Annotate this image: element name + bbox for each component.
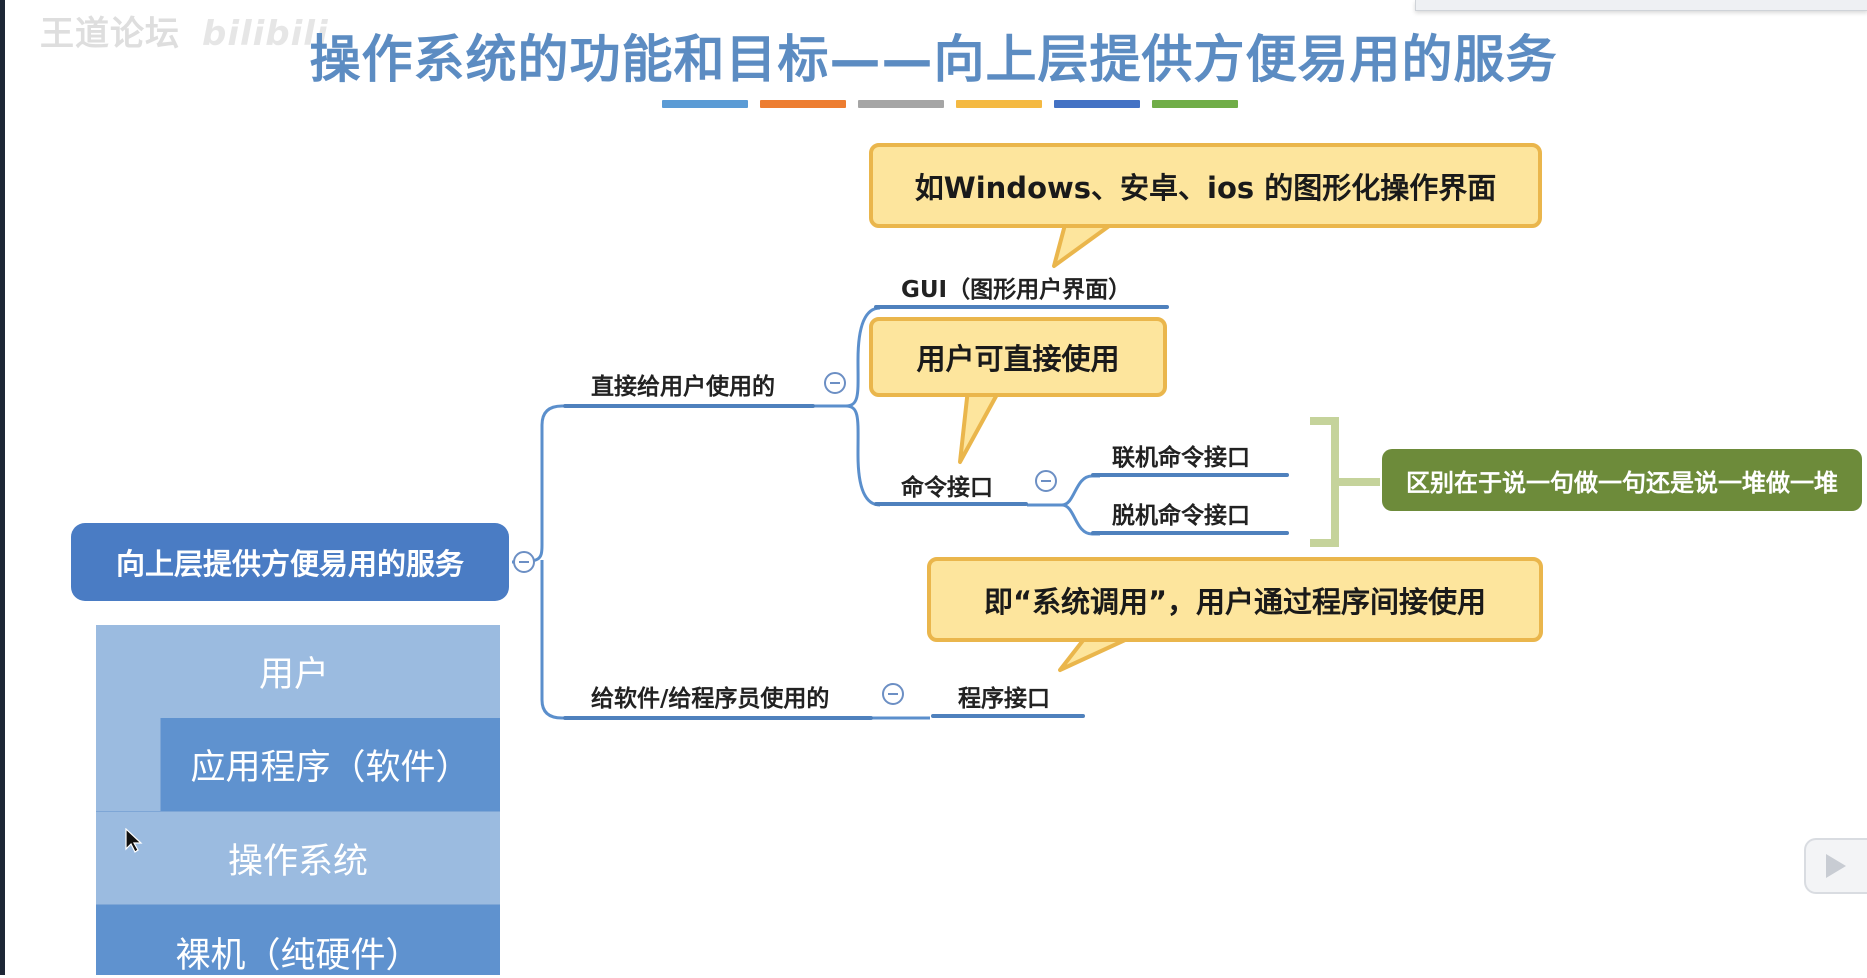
program-interface-label[interactable]: 程序接口 [958,686,1050,712]
layer-application: 应用程序（软件） [160,718,500,811]
direct-to-command-connector [845,404,881,507]
layer-bare-machine: 裸机（纯硬件） [96,904,500,976]
layer-user: 用户 [96,625,500,718]
branch-direct-underline [563,404,815,408]
color-bar-6 [1152,100,1238,108]
mouse-cursor-icon [125,828,143,853]
watermark: 王道论坛 bilibili [40,6,329,55]
color-divider [662,100,1238,108]
color-bar-3 [858,100,944,108]
root-to-program-connector [540,560,570,720]
color-bar-1 [662,100,748,108]
direct-callout-pointer [958,387,1002,464]
gui-node-label[interactable]: GUI（图形用户界面） [901,277,1132,303]
bilibili-logo: bilibili [202,14,329,54]
offline-command-underline [1091,531,1289,535]
branch-program-label[interactable]: 给软件/给程序员使用的 [591,686,830,712]
program-collapse-icon[interactable] [882,683,904,705]
gui-node-underline [874,305,1169,309]
play-icon [1826,854,1846,878]
gui-example-callout: 如Windows、安卓、ios 的图形化操作界面 [869,143,1542,228]
slide-title: 操作系统的功能和目标——向上层提供方便易用的服务 [309,31,1558,90]
command-interface-label[interactable]: 命令接口 [901,475,993,501]
root-node[interactable]: 向上层提供方便易用的服务 [71,523,509,601]
color-bar-2 [760,100,846,108]
branch-direct-label[interactable]: 直接给用户使用的 [591,374,775,400]
layer-user-side [96,718,160,811]
command-to-offline-connector [1061,503,1100,536]
program-interface-underline [931,714,1085,718]
layer-os: 操作系统 [96,811,500,904]
top-right-panel [1415,0,1867,11]
branch-program-underline [563,716,873,720]
root-collapse-icon[interactable] [513,551,535,573]
watermark-text: 王道论坛 [40,14,180,54]
online-command-label[interactable]: 联机命令接口 [1112,445,1250,471]
side-play-button[interactable] [1804,838,1867,894]
color-bar-4 [956,100,1042,108]
summary-bracket [1310,417,1339,547]
offline-command-label[interactable]: 脱机命令接口 [1112,503,1250,529]
system-call-callout: 即“系统调用”，用户通过程序间接使用 [927,557,1543,642]
root-to-direct-connector [511,404,570,564]
command-to-online-connector [1061,474,1100,507]
direct-collapse-icon[interactable] [824,372,846,394]
command-interface-underline [874,502,1028,506]
direct-use-callout: 用户可直接使用 [869,317,1167,397]
online-command-underline [1091,473,1289,477]
color-bar-5 [1054,100,1140,108]
difference-note: 区别在于说一句做一句还是说一堆做一堆 [1382,449,1862,511]
command-collapse-icon[interactable] [1035,470,1057,492]
direct-to-gui-connector [845,306,881,408]
left-window-edge [0,0,5,975]
